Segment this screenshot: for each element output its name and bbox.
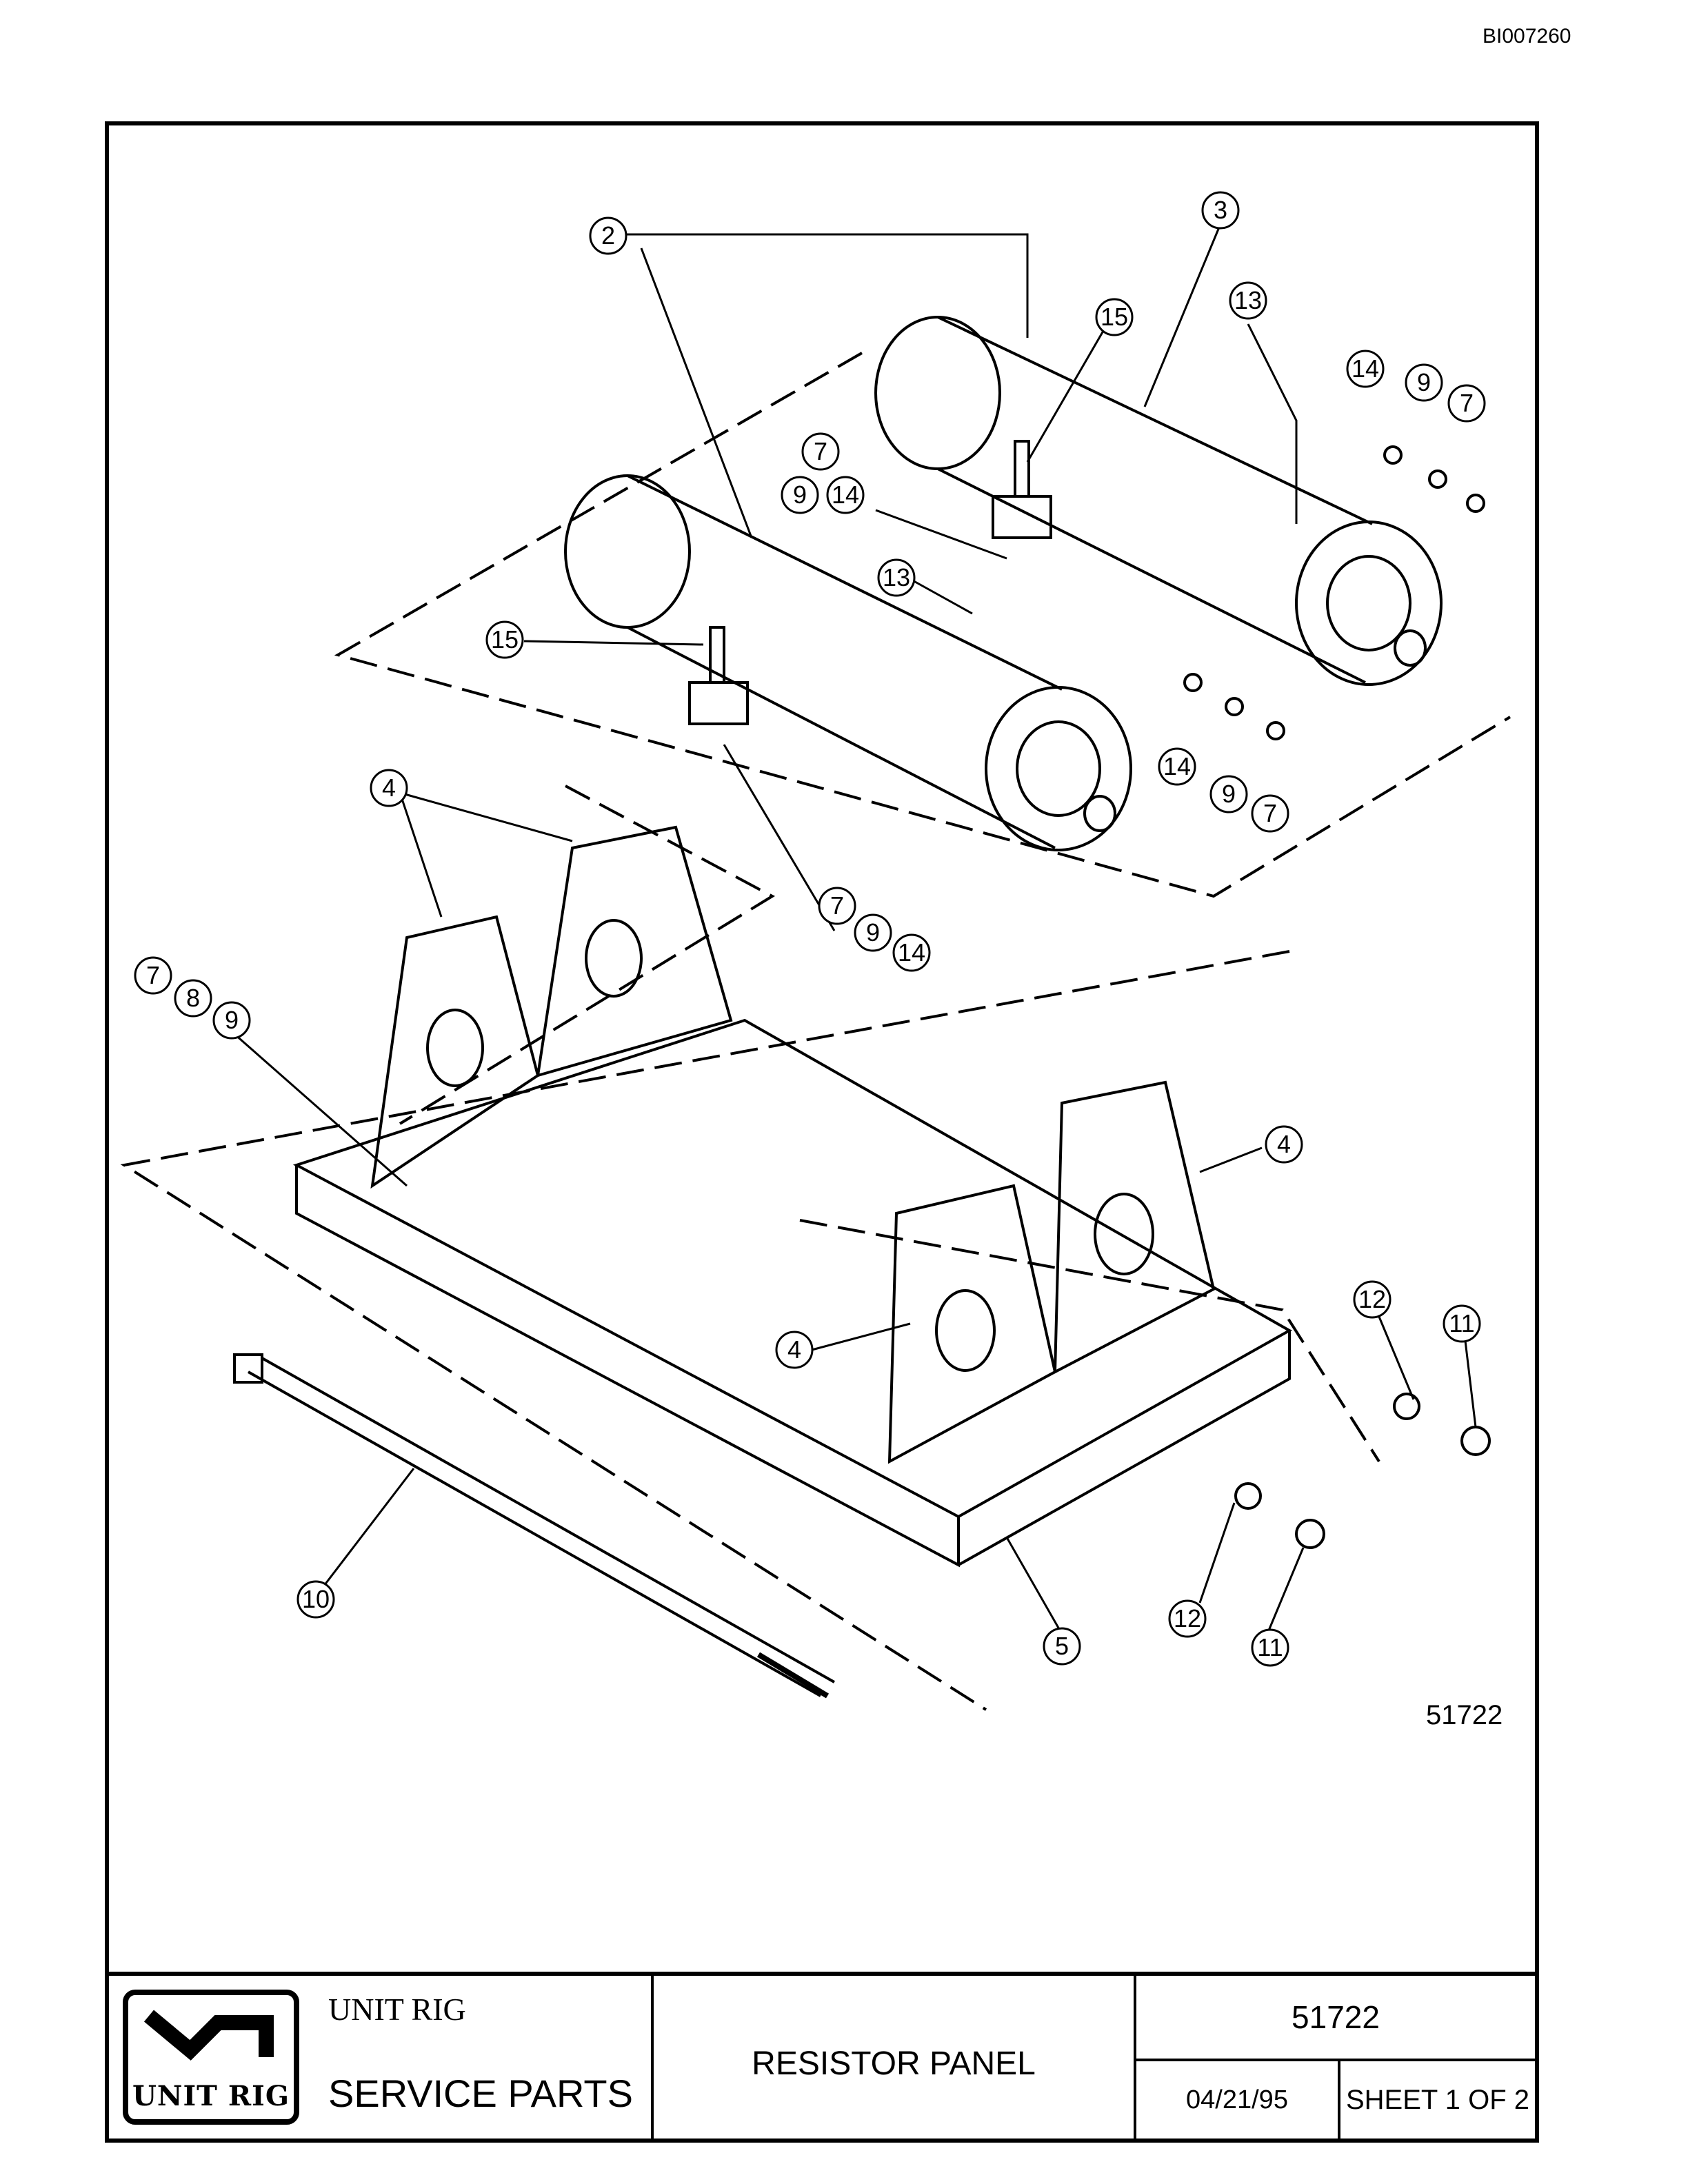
resistor-front	[564, 474, 1132, 851]
callout-12-upper: 12	[1358, 1285, 1386, 1313]
logo-mark-icon	[143, 2010, 274, 2061]
document-id: BI007260	[1483, 25, 1571, 48]
callout-9-mid: 9	[793, 481, 807, 509]
callout-12-lower: 12	[1174, 1604, 1201, 1632]
leader-lines	[234, 223, 1477, 1635]
callout-3: 3	[1214, 196, 1227, 224]
lower-dashed-outline	[799, 1219, 1380, 1463]
company-name: UNIT RIG	[328, 1992, 466, 2027]
callout-14-rear: 14	[1352, 354, 1379, 383]
callout-9-rear: 9	[1417, 368, 1431, 396]
base-dashed-outline	[120, 950, 1290, 1711]
rear-brackets	[370, 825, 733, 1189]
callout-7-lower: 7	[830, 891, 844, 920]
callout-7-base: 7	[146, 961, 160, 989]
issue-date: 04/21/95	[1136, 2061, 1340, 2138]
callout-8-base: 8	[186, 984, 200, 1012]
callout-15-front: 15	[491, 625, 519, 654]
long-bolt	[233, 1353, 835, 1699]
callout-balloons: 2 3 13 15 14 9 7 7 9 14 13 15 14 9 7 4 7…	[134, 191, 1486, 1667]
front-brackets	[887, 1080, 1216, 1464]
callout-14-front: 14	[1163, 752, 1191, 780]
terminal-studs	[688, 440, 1052, 725]
part-title: RESISTOR PANEL	[752, 2045, 1036, 2082]
title-block-info-cell: 51722 04/21/95 SHEET 1 OF 2	[1136, 1976, 1535, 2138]
callout-14-lower: 14	[898, 938, 925, 967]
sheet-number: SHEET 1 OF 2	[1345, 2084, 1529, 2115]
callout-4-front: 4	[787, 1335, 801, 1364]
callout-11-upper: 11	[1449, 1309, 1474, 1337]
callout-9-lower: 9	[866, 918, 880, 947]
callout-15-rear: 15	[1101, 303, 1128, 331]
base-plate	[292, 1018, 1293, 1568]
section-name: SERVICE PARTS	[328, 2072, 633, 2115]
callout-7-front: 7	[1263, 799, 1277, 827]
logo-text: UNIT RIG	[132, 2080, 290, 2112]
callout-11-lower: 11	[1257, 1633, 1283, 1661]
drawing-number: 51722	[1136, 1976, 1535, 2061]
callout-10: 10	[302, 1585, 330, 1613]
title-block-company-cell: UNIT RIG UNIT RIG SERVICE PARTS	[109, 1976, 654, 2138]
callout-13-rear: 13	[1234, 286, 1262, 314]
resistor-rear	[874, 316, 1443, 686]
upper-dashed-outline	[334, 352, 1511, 898]
unit-rig-logo: UNIT RIG	[123, 1990, 299, 2125]
callout-7-mid: 7	[814, 437, 827, 465]
drawing-number-label: 51722	[1426, 1700, 1503, 1730]
callout-4-right: 4	[1277, 1130, 1291, 1158]
title-block-title-cell: RESISTOR PANEL	[654, 1976, 1136, 2138]
callout-9-front: 9	[1222, 780, 1236, 808]
callout-13-front: 13	[883, 563, 910, 592]
title-block: UNIT RIG UNIT RIG SERVICE PARTS RESISTOR…	[105, 1972, 1539, 2143]
callout-4-rear: 4	[382, 774, 396, 802]
callout-2: 2	[601, 221, 615, 250]
callout-5: 5	[1055, 1632, 1069, 1660]
callout-9-base: 9	[225, 1006, 239, 1034]
hardware-nuts	[1183, 445, 1491, 1549]
callout-14-mid: 14	[832, 481, 859, 509]
middle-dashed-outline	[399, 785, 776, 1125]
callout-7-rear: 7	[1460, 389, 1474, 417]
